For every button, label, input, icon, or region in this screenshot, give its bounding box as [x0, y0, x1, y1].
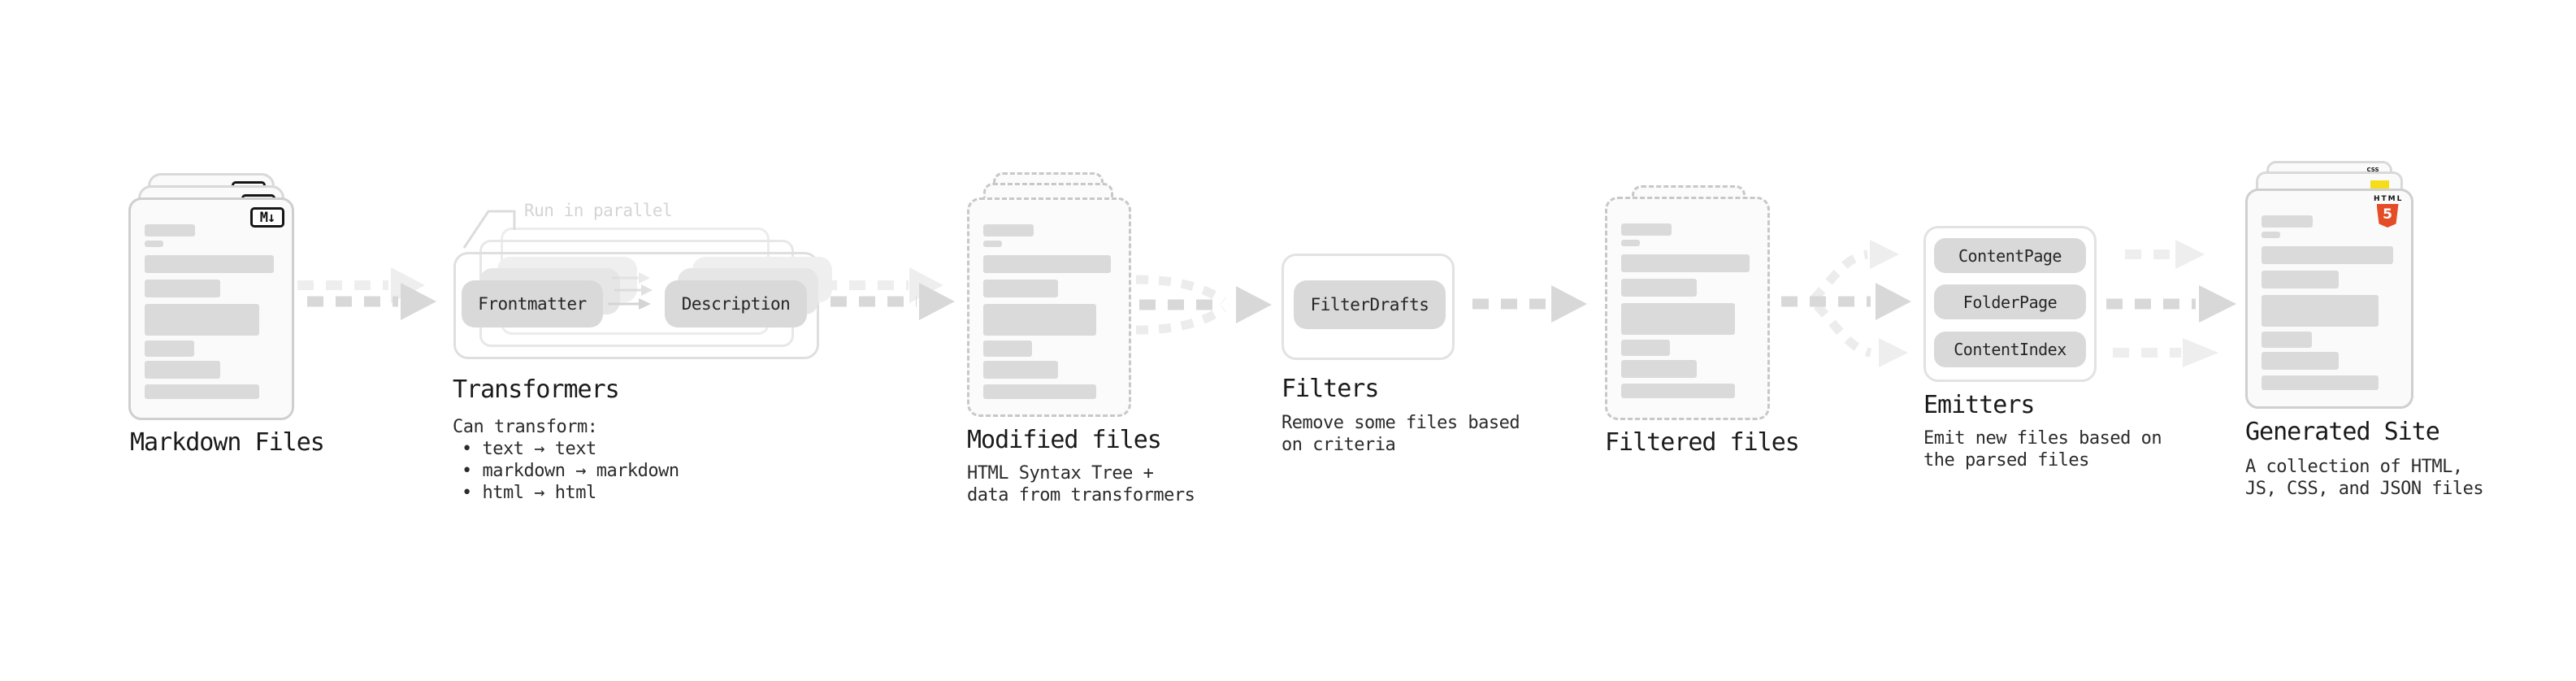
- skeleton-bar: [983, 340, 1032, 357]
- stage-desc-emitters: Emit new files based on the parsed files: [1923, 427, 2162, 471]
- stage-title-markdown-files: Markdown Files: [130, 428, 325, 457]
- desc-line: data from transformers: [967, 485, 1195, 505]
- skeleton-bar: [1621, 254, 1750, 272]
- stage-desc-generated-site: A collection of HTML, JS, CSS, and JSON …: [2245, 456, 2484, 500]
- transform-bullet: text → text: [453, 438, 679, 460]
- skeleton-bar: [145, 224, 196, 236]
- site-file-card-html: HTML 5: [2245, 189, 2413, 409]
- html5-icon-word: HTML: [2374, 195, 2404, 203]
- skeleton-bar: [145, 361, 221, 379]
- stage-title-filters: Filters: [1281, 375, 1379, 403]
- transformer-node-description: Description: [665, 280, 807, 327]
- skeleton-bar: [983, 304, 1097, 336]
- skeleton-bar: [983, 224, 1034, 236]
- stage-desc-modified-files: HTML Syntax Tree + data from transformer…: [967, 462, 1195, 506]
- markdown-file-card-front: M↓: [128, 197, 294, 420]
- html5-icon-shield: 5: [2376, 204, 2399, 228]
- skeleton-bar: [1621, 340, 1671, 356]
- filter-node-filterdrafts: FilterDrafts: [1294, 280, 1446, 329]
- skeleton-bar: [983, 280, 1059, 297]
- run-in-parallel-note: Run in parallel: [524, 201, 673, 220]
- stage-title-emitters: Emitters: [1923, 391, 2035, 419]
- desc-line: HTML Syntax Tree +: [967, 463, 1154, 484]
- desc-line: A collection of HTML,: [2245, 457, 2463, 477]
- skeleton-bar: [2262, 271, 2340, 288]
- skeleton-bar: [2262, 246, 2393, 264]
- arrow-filtered-to-emitters: [1781, 240, 1911, 367]
- stage-title-filtered-files: Filtered files: [1605, 428, 1800, 457]
- stage-title-transformers: Transformers: [453, 375, 620, 404]
- document-skeleton: [2262, 215, 2397, 390]
- stage-title-modified-files: Modified files: [967, 426, 1162, 454]
- document-skeleton: [145, 224, 278, 399]
- skeleton-bar: [1621, 384, 1736, 398]
- arrow-emitters-to-site: [2106, 240, 2236, 367]
- skeleton-bar: [983, 255, 1112, 273]
- emitter-node-contentindex: ContentIndex: [1934, 332, 2086, 367]
- transform-bullet: markdown → markdown: [453, 460, 680, 482]
- arrow-markdown-to-transformers: [297, 267, 436, 320]
- transform-bullet: html → html: [453, 482, 679, 504]
- skeleton-bar: [2262, 295, 2379, 327]
- desc-line: the parsed files: [1923, 450, 2089, 471]
- skeleton-bar: [983, 384, 1097, 399]
- skeleton-bar: [145, 340, 194, 357]
- arrow-transformers-to-modified: [821, 267, 955, 320]
- skeleton-bar: [2262, 352, 2340, 370]
- skeleton-bar: [983, 361, 1059, 379]
- desc-line: Remove some files based: [1281, 413, 1520, 433]
- skeleton-bar: [1621, 303, 1736, 335]
- skeleton-bar: [2262, 332, 2312, 348]
- skeleton-bar: [1621, 279, 1697, 297]
- skeleton-bar: [1621, 360, 1697, 378]
- skeleton-bar: [145, 280, 221, 297]
- skeleton-bar: [145, 384, 260, 399]
- arrow-modified-to-filters: [1135, 275, 1272, 335]
- skeleton-bar: [983, 241, 1002, 247]
- modified-file-card-front: [967, 197, 1131, 417]
- skeleton-bar: [145, 241, 163, 247]
- emitter-node-contentpage: ContentPage: [1934, 238, 2086, 273]
- stage-desc-filters: Remove some files based on criteria: [1281, 412, 1520, 456]
- filtered-file-card-front: [1605, 197, 1770, 420]
- desc-line: JS, CSS, and JSON files: [2245, 479, 2484, 499]
- skeleton-bar: [1621, 223, 1672, 236]
- transformer-layer-front: [453, 252, 819, 359]
- desc-line: Can transform:: [453, 417, 598, 437]
- document-skeleton: [1621, 223, 1754, 398]
- desc-line: on criteria: [1281, 435, 1396, 455]
- skeleton-bar: [145, 255, 275, 273]
- skeleton-bar: [1621, 240, 1640, 246]
- markdown-icon: M↓: [250, 207, 284, 228]
- desc-line: Emit new files based on: [1923, 428, 2162, 449]
- stage-desc-transformers: Can transform: text → text markdown → ma…: [453, 416, 679, 504]
- stage-title-generated-site: Generated Site: [2245, 418, 2440, 446]
- skeleton-bar: [145, 304, 260, 336]
- emitter-node-folderpage: FolderPage: [1934, 284, 2086, 319]
- skeleton-bar: [2262, 375, 2379, 390]
- transformer-node-frontmatter: Frontmatter: [462, 280, 603, 327]
- arrow-filters-to-filtered: [1472, 285, 1587, 323]
- skeleton-bar: [2262, 232, 2281, 238]
- html5-icon: HTML 5: [2374, 195, 2401, 228]
- document-skeleton: [983, 224, 1115, 399]
- skeleton-bar: [2262, 215, 2314, 228]
